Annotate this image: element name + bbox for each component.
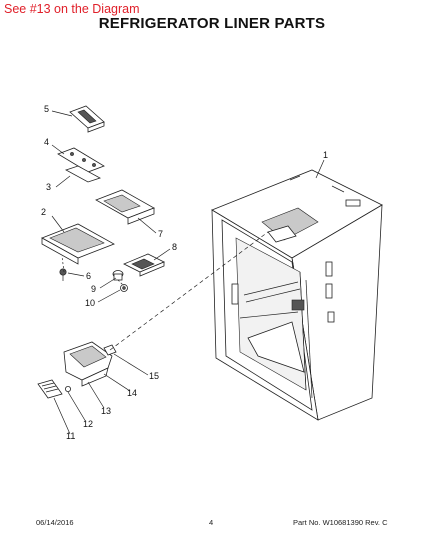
callout-8: 8 [172, 242, 177, 252]
part-11 [37, 379, 63, 399]
callout-11: 11 [66, 431, 75, 441]
callout-15: 15 [149, 371, 159, 381]
callout-13: 13 [101, 406, 111, 416]
part-4-3 [57, 147, 105, 183]
callout-4: 4 [44, 137, 49, 147]
callout-9: 9 [91, 284, 96, 294]
part-12 [65, 385, 72, 392]
liner-part [211, 169, 383, 421]
callout-7: 7 [158, 229, 163, 239]
footer-date: 06/14/2016 [36, 518, 74, 527]
callout-2: 2 [41, 207, 46, 217]
footer-page-number: 4 [209, 518, 214, 527]
part-14-13 [63, 341, 113, 387]
callout-14: 14 [127, 388, 137, 398]
part-10 [120, 284, 128, 292]
callout-5: 5 [44, 104, 49, 114]
footer-part-number: Part No. W10681390 Rev. C [293, 518, 388, 527]
assembly-lines [61, 231, 269, 351]
part-6 [59, 268, 67, 281]
part-2 [41, 223, 115, 265]
callout-12: 12 [83, 419, 93, 429]
diagram-note: See #13 on the Diagram [4, 2, 140, 16]
page-title: REFRIGERATOR LINER PARTS [98, 15, 326, 32]
callout-6: 6 [86, 271, 91, 281]
callout-labels: 1 2 3 4 5 6 7 8 9 10 11 12 13 14 15 [41, 104, 328, 441]
callout-1: 1 [323, 150, 328, 160]
part-8 [123, 253, 165, 277]
callout-10: 10 [85, 298, 95, 308]
part-5 [69, 105, 105, 133]
callout-3: 3 [46, 182, 51, 192]
part-7 [95, 189, 155, 225]
leader-lines [51, 110, 325, 435]
